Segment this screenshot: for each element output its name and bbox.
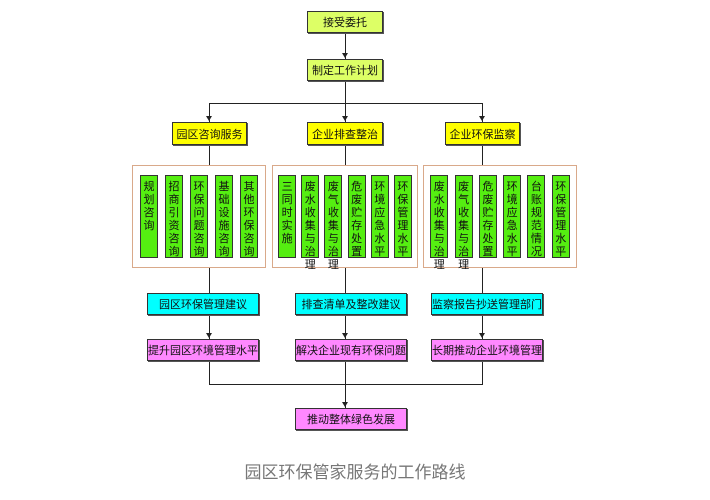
result-box: 解决企业现有环保问题 <box>295 339 407 361</box>
arrow <box>342 333 348 338</box>
item-bar: 其他环保咨询 <box>240 175 258 258</box>
plan-box: 制定工作计划 <box>307 59 383 81</box>
connector <box>345 33 346 59</box>
final-box: 推动整体绿色发展 <box>295 408 407 430</box>
result-box: 长期推动企业环境管理 <box>431 339 543 361</box>
arrow <box>342 116 348 121</box>
item-bar: 废气收集与治理 <box>324 175 343 271</box>
output-box: 监察报告抄送管理部门 <box>431 293 543 315</box>
item-bar: 废水收集与治理 <box>301 175 320 271</box>
output-box: 园区环保管理建议 <box>147 293 259 315</box>
item-group: 三同时实施 废水收集与治理 废气收集与治理 危废贮存处置 环境应急水平 环保管理… <box>272 165 418 271</box>
item-group: 规划咨询 招商引资咨询 环保问题咨询 基础设施咨询 其他环保咨询 <box>132 165 266 268</box>
item-bar: 规划咨询 <box>140 175 158 258</box>
item-bar: 危废贮存处置 <box>478 175 497 258</box>
column-head: 企业排查整治 <box>307 122 383 145</box>
connector <box>482 361 483 384</box>
arrow <box>206 116 212 121</box>
output-box: 排查清单及整改建议 <box>295 293 407 315</box>
connector <box>482 103 483 122</box>
connector <box>209 361 210 384</box>
arrow <box>479 116 485 121</box>
connector <box>209 315 210 339</box>
connector <box>345 315 346 339</box>
item-bar: 废水收集与治理 <box>430 175 449 271</box>
connector <box>209 103 483 104</box>
arrow <box>479 333 485 338</box>
item-bar: 废气收集与治理 <box>454 175 473 271</box>
arrow <box>206 333 212 338</box>
item-bar: 招商引资咨询 <box>165 175 183 258</box>
arrow <box>342 53 348 58</box>
item-bar: 台账规范情况 <box>527 175 546 258</box>
item-bar: 环境应急水平 <box>503 175 522 258</box>
connector <box>345 81 346 122</box>
item-bar: 环保管理水平 <box>551 175 570 258</box>
item-bar: 危废贮存处置 <box>347 175 366 258</box>
item-bar: 环保问题咨询 <box>190 175 208 258</box>
figure-caption: 园区环保管家服务的工作路线 <box>244 463 466 483</box>
item-bar: 三同时实施 <box>278 175 297 258</box>
column-head: 企业环保监察 <box>445 122 520 145</box>
start-box: 接受委托 <box>307 11 383 33</box>
item-bar: 基础设施咨询 <box>215 175 233 258</box>
result-box: 提升园区环境管理水平 <box>147 339 259 361</box>
connector <box>209 384 483 385</box>
column-head: 园区咨询服务 <box>172 122 247 145</box>
connector <box>209 103 210 122</box>
item-bar: 环境应急水平 <box>370 175 389 258</box>
item-group: 废水收集与治理 废气收集与治理 危废贮存处置 环境应急水平 台账规范情况 环保管… <box>423 165 577 271</box>
connector <box>482 315 483 339</box>
arrow <box>342 402 348 407</box>
item-bar: 环保管理水平 <box>393 175 412 258</box>
